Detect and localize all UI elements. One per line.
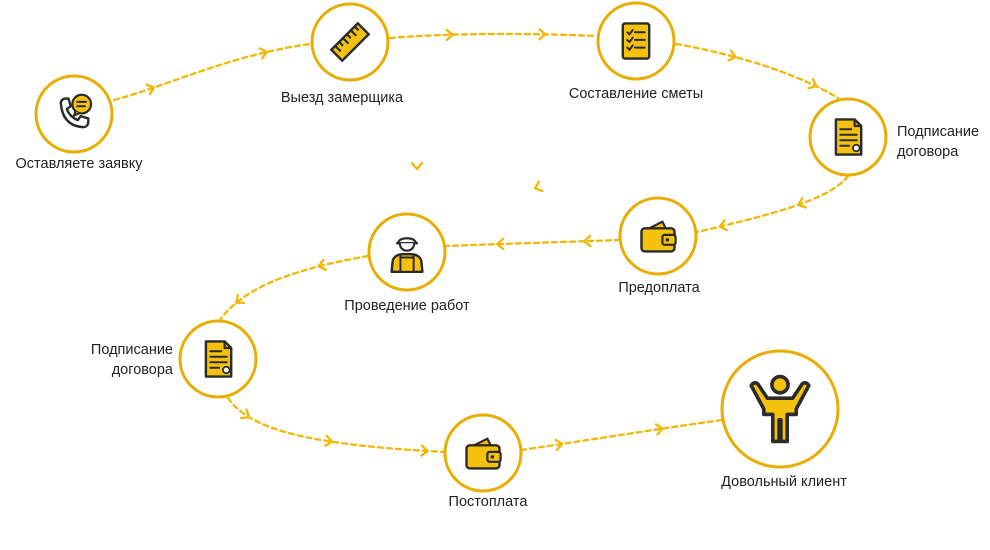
step-label-measurer: Выезд замерщика	[281, 88, 403, 108]
step-label-prepayment: Предоплата	[618, 278, 699, 298]
step-label-line: Подписание	[90, 342, 173, 358]
arrow-head	[258, 47, 268, 60]
step-label-line: договора	[111, 362, 173, 378]
step-node-works	[367, 212, 447, 292]
step-node-client	[720, 349, 840, 469]
step-node-measurer	[310, 2, 390, 82]
arrow-head	[445, 28, 454, 41]
connector-path	[112, 42, 312, 102]
step-node-contract-1	[808, 97, 888, 177]
step-label-works: Проведение работ	[344, 296, 469, 316]
worker-icon	[390, 237, 424, 274]
step-label-client: Довольный клиент	[721, 472, 847, 492]
document-icon	[834, 118, 863, 156]
step-label-line: Оставляете заявку	[15, 156, 143, 172]
arrow-head	[240, 408, 251, 420]
checklist-icon	[621, 22, 651, 60]
step-label-postpayment: Постоплата	[449, 492, 528, 512]
connector-path	[519, 418, 724, 452]
step-label-line: Предоплата	[618, 280, 700, 296]
arrow-head	[807, 78, 818, 90]
step-label-line: Постоплата	[448, 494, 528, 510]
connector-path	[388, 32, 598, 40]
step-node-postpayment	[443, 413, 523, 493]
arrow-head	[654, 423, 664, 436]
step-label-line: Подписание	[897, 124, 980, 140]
step-circle	[367, 212, 447, 292]
connector-path	[444, 238, 622, 248]
arrow-head	[145, 83, 156, 96]
step-label-line: Составление сметы	[568, 86, 704, 102]
step-label-line: Довольный клиент	[721, 474, 847, 490]
connector-path	[218, 254, 370, 322]
step-label-line: Проведение работ	[344, 298, 470, 314]
step-label-request: Оставляете заявку	[16, 154, 143, 174]
arrow-head	[533, 180, 544, 193]
step-label-contract-1: Подписание договора	[897, 122, 979, 162]
step-node-estimate	[596, 1, 676, 81]
step-node-prepayment	[618, 196, 698, 276]
step-label-line: Выезд замерщика	[280, 90, 404, 106]
arrow-head	[727, 49, 737, 62]
step-nodes	[34, 1, 888, 493]
connector-path	[226, 396, 447, 454]
arrow-head	[583, 234, 592, 248]
arrow-head	[538, 28, 547, 41]
step-label-line: договора	[897, 144, 959, 160]
document-icon	[204, 340, 233, 378]
step-label-contract-2: Подписание договора	[91, 340, 173, 380]
connector-arrows	[112, 28, 850, 457]
arrow-head	[420, 444, 429, 457]
connector-path	[695, 174, 850, 234]
step-node-request	[34, 74, 114, 154]
arrow-head	[410, 161, 424, 171]
arrow-head	[554, 438, 564, 451]
arrow-head	[235, 293, 246, 305]
step-node-contract-2	[178, 319, 258, 399]
step-label-estimate: Составление сметы	[569, 84, 703, 104]
arrow-head	[324, 434, 334, 447]
arrow-head	[496, 237, 505, 251]
arrow-head	[718, 219, 728, 232]
arrow-head	[797, 196, 807, 209]
arrow-head	[317, 258, 327, 271]
connector-path	[674, 42, 840, 100]
